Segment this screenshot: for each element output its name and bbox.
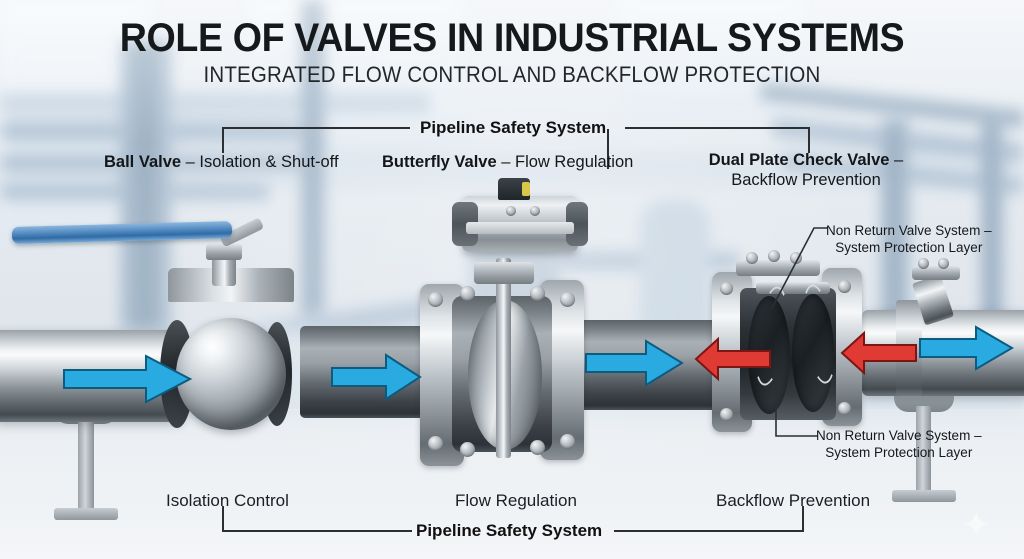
flange-bolt — [530, 440, 545, 455]
flow-arrow-right-4 — [919, 325, 1014, 371]
callout-top-right-line2: System Protection Layer — [835, 240, 983, 255]
top-bracket-label: Pipeline Safety System — [420, 118, 607, 137]
bg-column — [120, 40, 172, 340]
flange-bolt — [428, 436, 443, 451]
valve-label-ball-dash: – — [181, 153, 200, 171]
flange-bolt — [838, 280, 851, 293]
branch-cap — [912, 266, 960, 280]
callout-leader-line-top — [771, 227, 828, 309]
bottom-bracket-line-right — [614, 530, 804, 532]
valve-label-butterfly-function: Flow Regulation — [515, 153, 634, 171]
valve-label-butterfly-dash: – — [496, 153, 515, 171]
flange-bolt — [720, 282, 733, 295]
callout-bottom-right-line1: Non Return Valve System – — [816, 428, 982, 443]
page-title: ROLE OF VALVES IN INDUSTRIAL SYSTEMS — [119, 16, 905, 60]
ball-valve-ball — [176, 318, 286, 430]
top-bracket-tick-left — [222, 127, 224, 153]
check-valve-top-cover — [736, 260, 820, 276]
valve-label-ball-function: Isolation & Shut-off — [199, 153, 339, 171]
check-valve-hinge-pin — [756, 282, 830, 294]
actuator-indicator-marker — [522, 182, 530, 196]
valve-label-ball: Ball Valve – Isolation & Shut-off — [104, 152, 339, 172]
valve-label-check-dash: – — [889, 151, 904, 169]
top-bracket-tick-right — [808, 127, 810, 153]
flange-bolt — [460, 286, 475, 301]
top-bracket-tick-mid — [607, 129, 609, 169]
actuator-end-cap-right — [566, 202, 588, 246]
top-bracket-line-left — [222, 127, 410, 129]
valve-label-check-function: Backflow Prevention — [731, 171, 881, 189]
check-valve-bolt — [768, 250, 780, 262]
caption-isolation-control: Isolation Control — [166, 491, 289, 510]
flange-bolt — [560, 292, 575, 307]
flow-arrow-right-3 — [585, 339, 684, 387]
backflow-arrow-left-1 — [694, 336, 771, 382]
butterfly-stem-collar — [474, 262, 534, 284]
actuator-band — [466, 222, 574, 234]
check-valve-plate-right — [792, 294, 834, 412]
callout-top-right: Non Return Valve System – System Protect… — [826, 222, 992, 256]
flow-arrow-right-2 — [331, 353, 422, 401]
valve-label-butterfly: Butterfly Valve – Flow Regulation — [382, 152, 633, 172]
callout-top-right-line1: Non Return Valve System – — [826, 223, 992, 238]
flange-bolt — [720, 408, 733, 421]
butterfly-stem — [496, 258, 511, 458]
valve-label-butterfly-name: Butterfly Valve — [382, 153, 497, 171]
valve-label-check-name: Dual Plate Check Valve — [708, 151, 890, 169]
callout-leader-line-bottom — [775, 372, 818, 437]
flow-arrow-right-1 — [63, 354, 192, 404]
branch-bolt — [918, 258, 929, 269]
caption-backflow-prevention: Backflow Prevention — [716, 491, 871, 510]
branch-bolt — [938, 258, 949, 269]
flange-bolt — [428, 292, 443, 307]
bottom-bracket-tick-right — [802, 506, 804, 532]
actuator-bolt — [506, 206, 516, 216]
callout-bottom-right: Non Return Valve System – System Protect… — [816, 427, 982, 461]
bottom-bracket-line-left — [222, 530, 412, 532]
bg-column — [300, 0, 326, 330]
backflow-arrow-left-2 — [840, 330, 917, 376]
flange-bolt — [530, 286, 545, 301]
callout-bottom-right-line2: System Protection Layer — [825, 445, 973, 460]
top-bracket-line-right — [625, 127, 810, 129]
caption-flow-regulation: Flow Regulation — [455, 491, 577, 510]
flange-bolt — [460, 442, 475, 457]
sparkle-icon: ✦ — [962, 506, 991, 544]
flange-bolt — [560, 434, 575, 449]
valve-label-ball-name: Ball Valve — [104, 153, 182, 171]
valve-label-check: Dual Plate Check Valve – Backflow Preven… — [690, 150, 922, 190]
page-subtitle: INTEGRATED FLOW CONTROL AND BACKFLOW PRO… — [203, 62, 821, 87]
flange-bolt — [838, 402, 851, 415]
bottom-bracket-tick-left — [222, 506, 224, 532]
bottom-bracket-label: Pipeline Safety System — [416, 521, 603, 540]
check-valve-bolt — [746, 252, 758, 264]
actuator-bolt — [530, 206, 540, 216]
ball-valve-stem-nut — [206, 244, 242, 260]
